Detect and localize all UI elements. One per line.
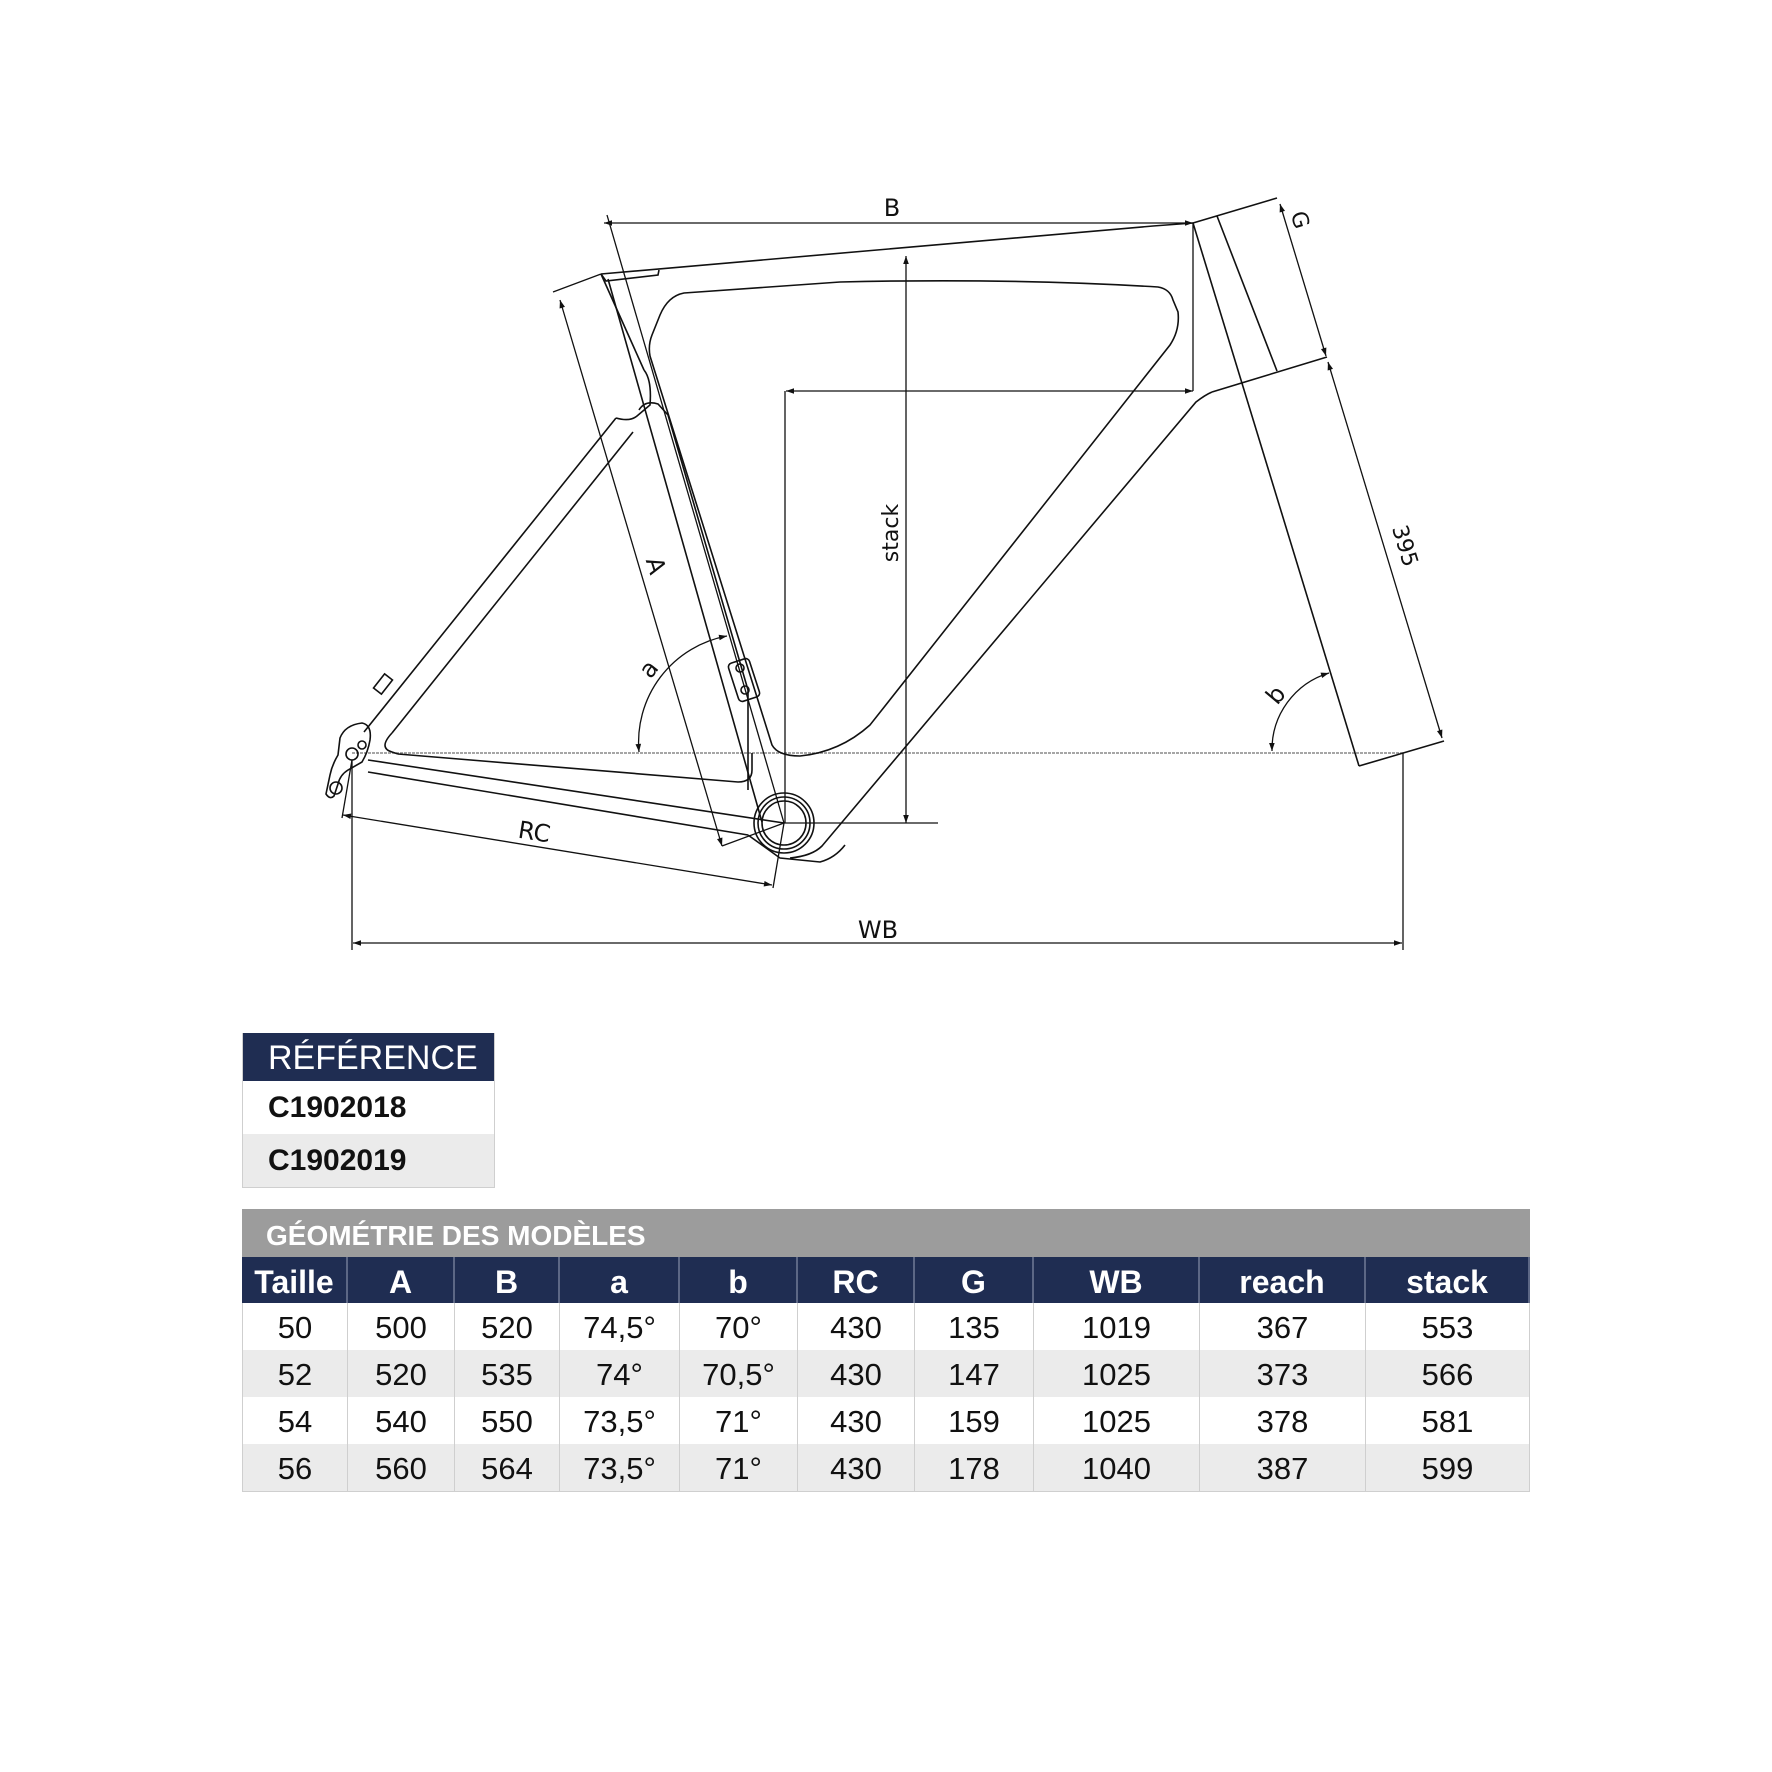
label-395: 395 <box>1386 522 1422 569</box>
table-cell: 430 <box>798 1444 915 1491</box>
table-cell: 430 <box>798 1397 915 1444</box>
reference-header: RÉFÉRENCE <box>243 1033 494 1081</box>
table-cell: 54 <box>242 1397 348 1444</box>
column-header-RC: RC <box>798 1257 915 1303</box>
column-header-taille: Taille <box>242 1257 348 1303</box>
column-header-G: G <box>915 1257 1034 1303</box>
table-cell: 540 <box>348 1397 455 1444</box>
table-cell: 1025 <box>1034 1350 1200 1397</box>
dimension-labels: B A a stack G 395 b RC WB <box>516 194 1422 944</box>
geometry-grid: Taille A B a b RC G WB reach stack 50 50… <box>242 1257 1530 1492</box>
geometry-table: GÉOMÉTRIE DES MODÈLES Taille A B a b RC … <box>242 1209 1530 1492</box>
table-cell: 378 <box>1200 1397 1366 1444</box>
table-cell: 553 <box>1366 1303 1530 1350</box>
dimension-lines <box>341 203 1443 950</box>
table-cell: 500 <box>348 1303 455 1350</box>
column-header-A: A <box>348 1257 455 1303</box>
table-cell: 430 <box>798 1350 915 1397</box>
table-cell: 560 <box>348 1444 455 1491</box>
label-B: B <box>884 194 900 222</box>
table-cell: 50 <box>242 1303 348 1350</box>
table-cell: 564 <box>455 1444 560 1491</box>
table-cell: 373 <box>1200 1350 1366 1397</box>
table-cell: 367 <box>1200 1303 1366 1350</box>
table-cell: 1019 <box>1034 1303 1200 1350</box>
column-header-reach: reach <box>1200 1257 1366 1303</box>
table-cell: 520 <box>348 1350 455 1397</box>
table-cell: 535 <box>455 1350 560 1397</box>
table-cell: 1040 <box>1034 1444 1200 1491</box>
label-RC: RC <box>516 816 552 849</box>
table-cell: 147 <box>915 1350 1034 1397</box>
label-A: A <box>640 554 672 578</box>
table-cell: 520 <box>455 1303 560 1350</box>
column-header-B: B <box>455 1257 560 1303</box>
reference-item: C1902019 <box>243 1134 494 1187</box>
table-cell: 566 <box>1366 1350 1530 1397</box>
table-cell: 52 <box>242 1350 348 1397</box>
table-cell: 135 <box>915 1303 1034 1350</box>
label-WB: WB <box>858 916 898 944</box>
table-cell: 387 <box>1200 1444 1366 1491</box>
frame-geometry-drawing: B A a stack G 395 b RC WB <box>325 194 1445 950</box>
rear-dropout <box>325 722 372 799</box>
table-cell: 581 <box>1366 1397 1530 1444</box>
column-header-b: b <box>680 1257 798 1303</box>
table-cell: 74,5° <box>560 1303 680 1350</box>
reference-item: C1902018 <box>268 1091 407 1124</box>
table-cell: 430 <box>798 1303 915 1350</box>
table-cell: 73,5° <box>560 1444 680 1491</box>
table-cell: 71° <box>680 1397 798 1444</box>
column-header-WB: WB <box>1034 1257 1200 1303</box>
table-cell: 1025 <box>1034 1397 1200 1444</box>
table-cell: 70,5° <box>680 1350 798 1397</box>
label-stack: stack <box>879 504 904 563</box>
table-cell: 56 <box>242 1444 348 1491</box>
label-b: b <box>1260 680 1291 710</box>
column-header-stack: stack <box>1366 1257 1530 1303</box>
geometry-title: GÉOMÉTRIE DES MODÈLES <box>242 1209 1530 1257</box>
table-cell: 73,5° <box>560 1397 680 1444</box>
table-cell: 550 <box>455 1397 560 1444</box>
table-cell: 71° <box>680 1444 798 1491</box>
table-cell: 178 <box>915 1444 1034 1491</box>
table-cell: 70° <box>680 1303 798 1350</box>
table-cell: 159 <box>915 1397 1034 1444</box>
derailleur-mount <box>727 657 761 703</box>
label-G: G <box>1285 208 1314 232</box>
table-cell: 599 <box>1366 1444 1530 1491</box>
column-header-a: a <box>560 1257 680 1303</box>
table-cell: 74° <box>560 1350 680 1397</box>
reference-table: RÉFÉRENCE C1902018 C1902019 <box>242 1033 495 1188</box>
